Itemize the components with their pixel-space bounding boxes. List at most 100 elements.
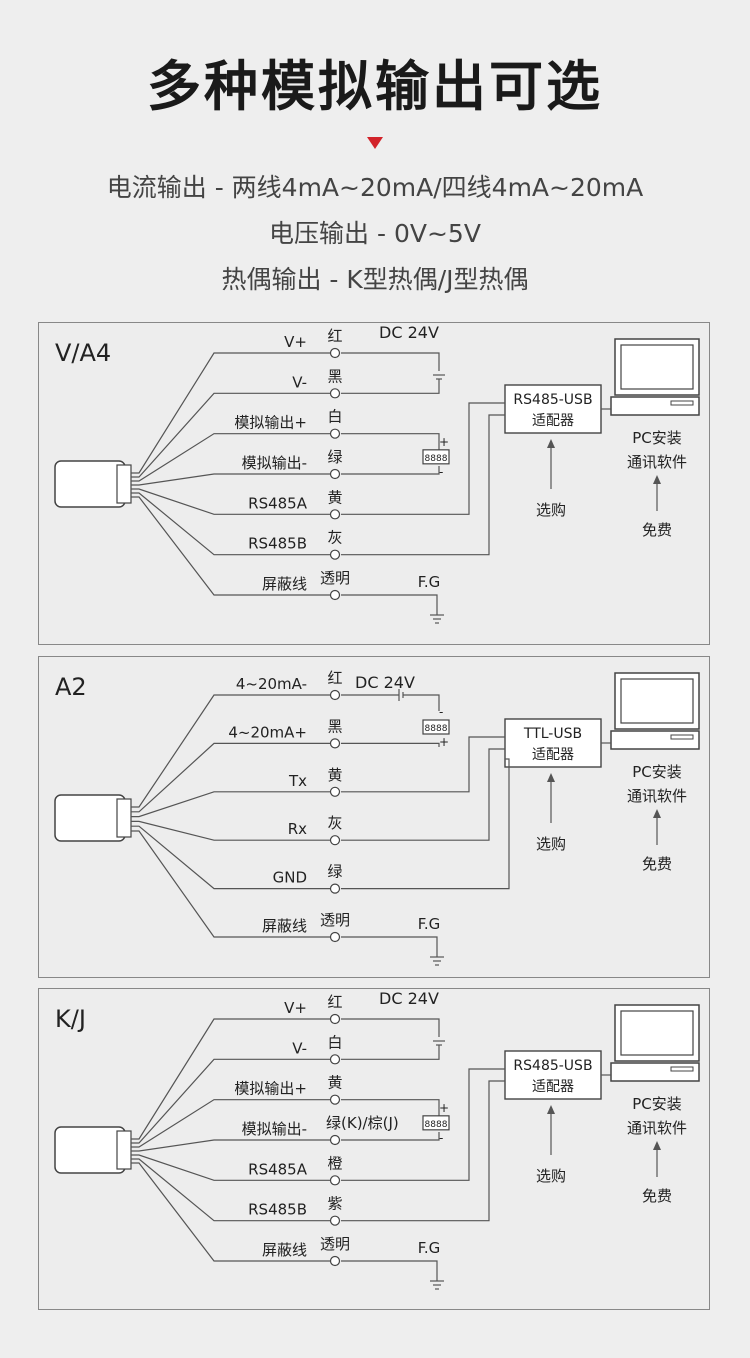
power-label: DC 24V (355, 673, 415, 692)
pin-label-0: 4~20mA- (236, 675, 307, 693)
pin-color-1: 黑 (327, 367, 342, 385)
ground-label: F.G (418, 915, 441, 933)
adapter-note: 选购 (536, 501, 566, 519)
terminal-6 (329, 1255, 341, 1267)
disk-slot (670, 1066, 694, 1072)
pc-note: 免费 (642, 855, 672, 873)
meter-bottom-sign: - (439, 1131, 443, 1145)
meter-bottom-sign: - (439, 465, 443, 479)
terminal-3 (329, 468, 341, 480)
adapter-name: RS485-USB (513, 1058, 592, 1074)
meter-wire-minus (341, 1132, 440, 1141)
pin-color-5: 灰 (327, 529, 342, 547)
meter-bottom-sign: + (439, 735, 449, 749)
comm-wire-a (341, 1068, 505, 1181)
pin-color-0: 红 (327, 993, 342, 1011)
terminal-5 (329, 1215, 341, 1226)
adapter-label: 适配器 (532, 413, 574, 429)
terminal-1 (329, 388, 341, 399)
lead-wire-3 (131, 473, 330, 486)
adapter-label: 适配器 (532, 747, 574, 763)
terminal-2 (329, 428, 341, 439)
pin-label-5: RS485B (248, 1201, 307, 1219)
adapter-box (504, 384, 602, 434)
lead-wire-6 (131, 496, 330, 596)
power-wire (341, 352, 440, 371)
pc-label-1: PC安装 (632, 763, 682, 781)
ground-label: F.G (418, 573, 441, 591)
monitor-screen (620, 1010, 694, 1056)
lead-wire-4 (131, 488, 330, 515)
pc-base (610, 730, 700, 750)
spec-line-current: 电流输出 - 两线4mA~20mA/四线4mA~20mA (106, 173, 644, 202)
pin-color-0: 红 (327, 669, 342, 687)
pin-label-0: V+ (284, 999, 307, 1017)
lead-wire-2 (131, 1099, 330, 1148)
meter-wire (341, 742, 440, 747)
pin-label-5: RS485B (248, 535, 307, 553)
comm-wire-a (341, 736, 505, 793)
pc-label-2: 通讯软件 (627, 1119, 687, 1137)
pin-color-4: 橙 (327, 1154, 342, 1172)
meter-wire-minus (341, 466, 440, 475)
monitor-screen (620, 678, 694, 724)
lead-wire-0 (131, 1018, 330, 1140)
lead-wire-1 (131, 392, 330, 478)
pin-label-2: Tx (288, 772, 307, 790)
pin-color-2: 黄 (327, 1074, 342, 1092)
pin-color-2: 黄 (327, 766, 342, 784)
pin-color-1: 黑 (327, 717, 342, 735)
comm-wire-a (341, 402, 505, 515)
sensor-icon (54, 460, 126, 508)
comm-wire-b (341, 748, 505, 841)
pin-label-3: Rx (288, 820, 307, 838)
power-wire-2 (341, 1045, 440, 1060)
adapter-label: 适配器 (532, 1079, 574, 1095)
pin-label-6: 屏蔽线 (262, 1241, 307, 1259)
spec-line-thermocouple: 热偶输出 - K型热偶/J型热偶 (221, 265, 529, 294)
adapter-name: TTL-USB (523, 726, 582, 742)
page-title: 多种模拟输出可选 (147, 55, 603, 118)
pin-label-6: 屏蔽线 (262, 575, 307, 593)
pc-note: 免费 (642, 1187, 672, 1205)
lead-wire-4 (131, 1154, 330, 1181)
lead-wire-0 (131, 352, 330, 474)
lead-wire-2 (131, 791, 330, 818)
lead-wire-5 (131, 1158, 330, 1222)
pc-label-2: 通讯软件 (627, 453, 687, 471)
pin-label-2: 模拟输出+ (234, 1080, 307, 1098)
pc-note: 免费 (642, 521, 672, 539)
adapter-name: RS485-USB (513, 392, 592, 408)
terminal-4 (329, 509, 341, 520)
pin-color-6: 透明 (320, 569, 350, 587)
terminal-0 (329, 689, 341, 701)
panel-label: V/A4 (55, 339, 111, 367)
monitor-screen (620, 344, 694, 390)
pin-label-5: 屏蔽线 (262, 917, 307, 935)
pin-label-3: 模拟输出- (242, 1120, 307, 1138)
terminal-0 (329, 1013, 341, 1025)
adapter-note: 选购 (536, 1167, 566, 1185)
pin-color-4: 黄 (327, 488, 342, 506)
terminal-6 (329, 589, 341, 601)
panel-label: A2 (55, 673, 87, 701)
lead-wire-6 (131, 1162, 330, 1262)
power-wire-2 (341, 379, 440, 394)
terminal-3 (329, 1134, 341, 1146)
meter-display: 8888 (425, 1120, 448, 1130)
pin-label-1: V- (292, 373, 307, 391)
adapter-arrow-head (547, 773, 555, 782)
adapter-arrow-head (547, 439, 555, 448)
comm-wire-b (341, 1080, 505, 1222)
meter-icon (422, 1115, 450, 1131)
meter-display: 8888 (425, 724, 448, 734)
adapter-box (504, 718, 602, 768)
pin-color-3: 绿(K)/棕(J) (326, 1114, 399, 1132)
sensor-icon (54, 1126, 126, 1174)
terminal-5 (329, 549, 341, 560)
pc-base (610, 1062, 700, 1082)
pin-label-0: V+ (284, 333, 307, 351)
